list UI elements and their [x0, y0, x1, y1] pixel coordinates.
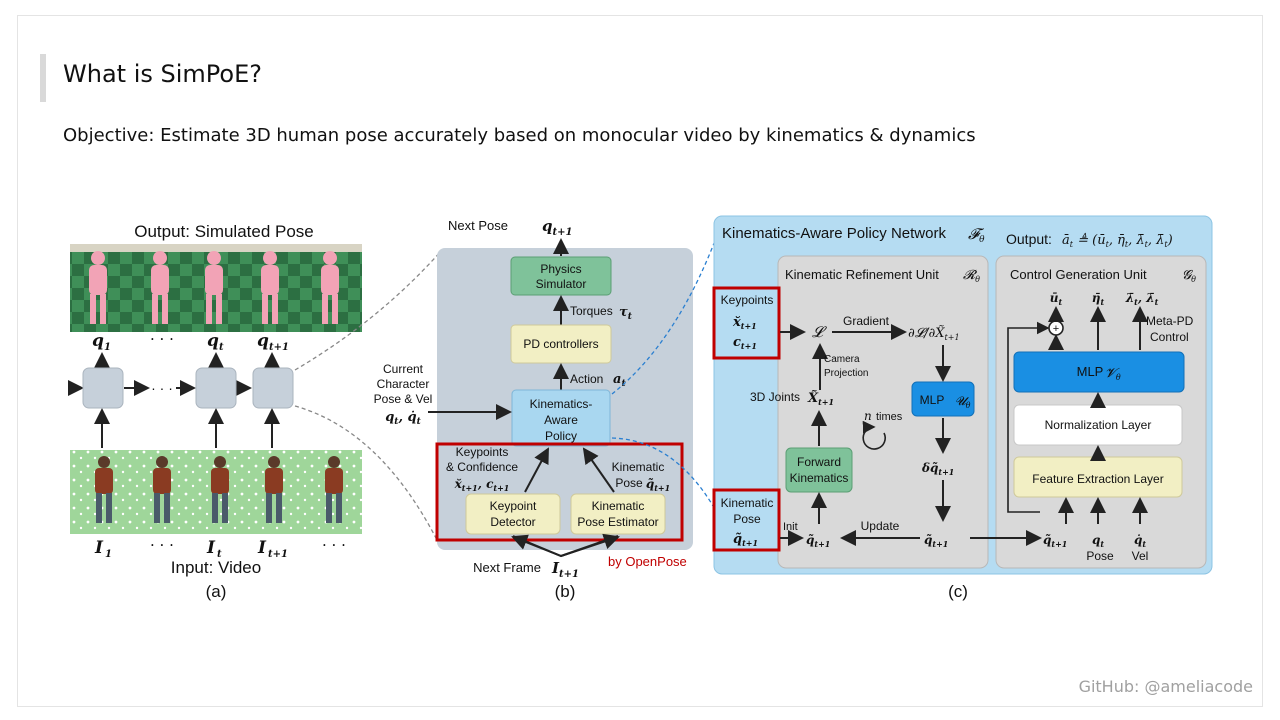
loop-icon — [862, 420, 886, 450]
simulated-figures — [89, 251, 339, 324]
svg-text:t+1: t+1 — [268, 549, 288, 560]
page-title: What is SimPoE? — [63, 60, 262, 88]
svg-text:· · ·: · · · — [150, 330, 174, 348]
svg-text:n: n — [864, 409, 872, 423]
torques-label: Torques — [570, 304, 613, 318]
title-accent-bar — [40, 54, 46, 102]
i-label-t1: I — [257, 538, 267, 558]
svg-text:Aware: Aware — [544, 413, 578, 427]
svg-text:Normalization Layer: Normalization Layer — [1045, 418, 1152, 432]
init-label: Init — [783, 521, 798, 533]
kinematic-pose-highlight — [712, 488, 781, 552]
gradient-label: Gradient — [843, 314, 890, 328]
openpose-highlight — [435, 442, 684, 542]
svg-text:Keypoint: Keypoint — [490, 499, 537, 513]
cgu-title: Control Generation Unit — [1010, 267, 1147, 282]
q-label-t1: q — [257, 331, 269, 351]
panel-a: Output: Simulated Pose q 1 · · · q t q t… — [68, 222, 443, 601]
q-label-1: q — [92, 331, 104, 351]
svg-text:It+1: It+1 — [551, 559, 579, 580]
svg-text:Kinematic: Kinematic — [721, 496, 774, 510]
svg-text:& Confidence: & Confidence — [446, 460, 518, 474]
svg-text:Character: Character — [377, 377, 430, 391]
svg-text:1: 1 — [105, 549, 112, 560]
svg-text:Detector: Detector — [490, 515, 535, 529]
svg-text:t: t — [217, 549, 222, 560]
svg-text:Kinematic: Kinematic — [612, 460, 665, 474]
svg-text:Pose Estimator: Pose Estimator — [577, 515, 658, 529]
svg-text:qt, q̇t: qt, q̇t — [385, 410, 421, 427]
svg-text:Simulator: Simulator — [536, 277, 587, 291]
svg-text:Meta-PD: Meta-PD — [1146, 314, 1194, 328]
input-label: Input: Video — [171, 558, 261, 577]
rnn-cell-t1 — [252, 367, 294, 409]
kru-title: Kinematic Refinement Unit — [785, 267, 939, 282]
mlp-u-box — [911, 381, 975, 417]
joints-label: 3D Joints — [750, 390, 800, 404]
keypoint-detector-box — [465, 493, 561, 535]
rnn-cell-1 — [82, 367, 124, 409]
caption-b: (b) — [555, 582, 576, 601]
next-frame-label: Next Frame — [473, 560, 541, 575]
svg-text:Physics: Physics — [540, 262, 581, 276]
svg-text:t: t — [219, 342, 224, 353]
objective-text: Objective: Estimate 3D human pose accura… — [63, 125, 976, 146]
svg-text:t+1: t+1 — [269, 342, 289, 353]
kinematics-aware-policy-box — [511, 389, 611, 447]
video-figures — [95, 456, 343, 523]
rnn-cell-t — [195, 367, 237, 409]
svg-text:Pose: Pose — [615, 476, 643, 490]
svg-text:MLP: MLP — [920, 393, 945, 407]
openpose-note: by OpenPose — [608, 554, 687, 569]
next-pose-label: Next Pose — [448, 218, 508, 233]
action-label: Action — [570, 372, 603, 386]
keypoints-highlight — [712, 286, 781, 360]
svg-text:Pose: Pose — [733, 512, 761, 526]
output-label: Output: Simulated Pose — [134, 222, 314, 241]
svg-text:Control: Control — [1150, 330, 1189, 344]
update-label: Update — [861, 519, 900, 533]
svg-text:· · ·: · · · — [322, 536, 346, 554]
svg-text:Keypoints: Keypoints — [721, 293, 774, 307]
panel-c: Kinematics-Aware Policy Network 𝓕θ Outpu… — [712, 215, 1213, 601]
svg-text:Vel: Vel — [1132, 549, 1149, 563]
svg-text:Kinematics: Kinematics — [790, 471, 849, 485]
svg-text:Current: Current — [383, 362, 424, 376]
svg-text:1: 1 — [104, 342, 111, 353]
output-label-c: Output: — [1006, 231, 1052, 247]
svg-text:Feature Extraction Layer: Feature Extraction Layer — [1032, 472, 1163, 486]
svg-text:Pose: Pose — [1086, 549, 1114, 563]
svg-text:Pose & Vel: Pose & Vel — [374, 392, 433, 406]
github-footer: GitHub: @ameliacode — [1078, 677, 1253, 696]
panel-b: Next Pose qt+1 Physics Simulator Torques… — [374, 217, 723, 601]
svg-text:Policy: Policy — [545, 429, 577, 443]
caption-a: (a) — [206, 582, 227, 601]
svg-text:λ̄t, λ̄t: λ̄t, λ̄t — [1125, 291, 1159, 307]
svg-text:Kinematic: Kinematic — [592, 499, 645, 513]
svg-text:Camera: Camera — [824, 354, 860, 365]
svg-text:· · ·: · · · — [151, 380, 173, 396]
i-label-t: I — [206, 538, 216, 558]
svg-text:· · ·: · · · — [150, 536, 174, 554]
caption-c: (c) — [948, 582, 968, 601]
i-label-1: I — [94, 538, 104, 558]
svg-text:MLP: MLP — [1077, 364, 1104, 379]
svg-text:Keypoints: Keypoints — [456, 445, 509, 459]
svg-text:Forward: Forward — [797, 455, 841, 469]
svg-text:times: times — [876, 411, 903, 423]
svg-text:PD controllers: PD controllers — [523, 337, 598, 351]
network-title: Kinematics-Aware Policy Network — [722, 225, 946, 242]
svg-text:Projection: Projection — [824, 368, 868, 379]
svg-text:āt ≜ (ūt, η̄t, λ̄t, λ̄t): āt ≜ (ūt, η̄t, λ̄t, λ̄t) — [1062, 232, 1173, 249]
svg-text:qt+1: qt+1 — [542, 217, 572, 238]
svg-text:+: + — [1053, 323, 1059, 335]
q-label-t: q — [207, 331, 219, 351]
svg-text:Kinematics-: Kinematics- — [530, 397, 593, 411]
